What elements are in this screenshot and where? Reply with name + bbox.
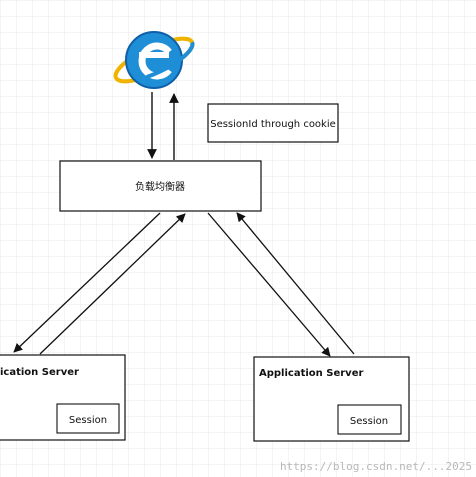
load-balancer-label: 负载均衡器 bbox=[135, 180, 185, 193]
cookie-note: SessionId through cookie bbox=[207, 103, 339, 143]
internet-explorer-logo-icon bbox=[113, 31, 195, 89]
watermark-text: https://blog.csdn.net/...2025 bbox=[280, 460, 472, 473]
lb-to-right-server-arrow bbox=[207, 212, 331, 357]
lb-to-left-server-arrow bbox=[13, 212, 161, 353]
left-application-server: ication Server Session bbox=[0, 354, 126, 441]
right-session-box bbox=[337, 404, 402, 435]
right-server-title: Application Server bbox=[259, 368, 363, 379]
left-server-title: ication Server bbox=[0, 367, 79, 378]
right-session-label: Session bbox=[350, 416, 388, 427]
right-application-server: Application Server Session bbox=[253, 356, 410, 442]
right-server-to-lb-arrow bbox=[236, 212, 355, 355]
left-server-to-lb-arrow bbox=[39, 213, 186, 355]
load-balancer: 负载均衡器 bbox=[59, 160, 262, 212]
cookie-note-label: SessionId through cookie bbox=[210, 119, 336, 130]
left-session-box bbox=[56, 403, 120, 434]
left-session-label: Session bbox=[69, 415, 107, 426]
